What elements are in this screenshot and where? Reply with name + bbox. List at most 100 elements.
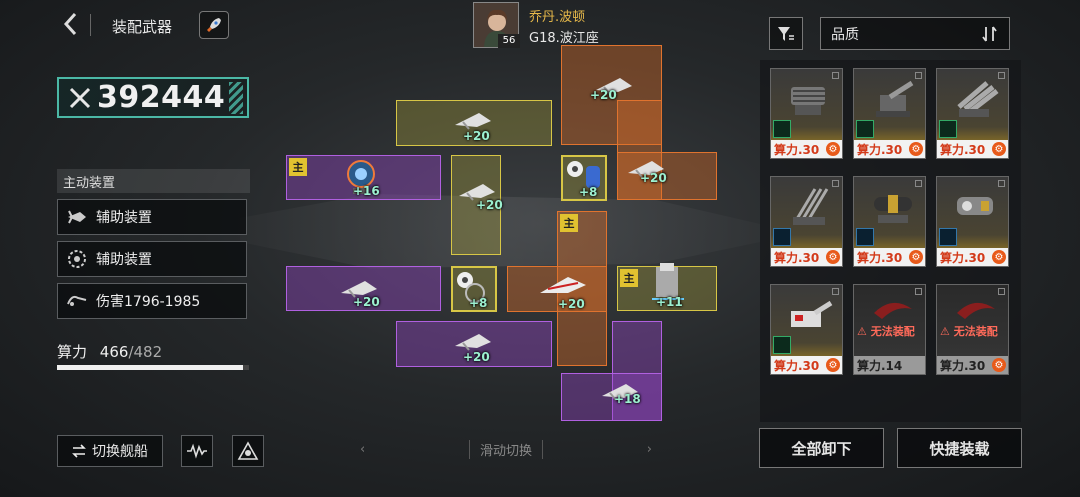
filter-button[interactable]: [769, 17, 803, 50]
ship-name: G18.波江座: [529, 31, 599, 46]
swipe-hint[interactable]: ‹ 滑动切换 ›: [360, 440, 652, 459]
slot-1[interactable]: +20: [561, 45, 662, 145]
quality-marker: [832, 72, 839, 79]
slot-9[interactable]: 主 +20: [507, 214, 607, 312]
slot-7[interactable]: +20: [286, 266, 441, 311]
switch-ship-label: 切换舰船: [92, 444, 148, 460]
crossed-swords-icon: [69, 87, 91, 108]
compute-max: /482: [128, 343, 163, 361]
card-cost: 算力.30⚙: [771, 140, 842, 158]
card-cost: 算力.30⚙: [937, 140, 1008, 158]
inventory-card-5[interactable]: 算力.30⚙: [853, 176, 926, 267]
slot-12[interactable]: +18: [561, 373, 662, 421]
slot-3[interactable]: 主 +16: [286, 155, 441, 200]
inventory-card-1[interactable]: 算力.30⚙: [770, 68, 843, 159]
warning-text: 无法装配: [953, 325, 998, 338]
waveform-icon: [187, 443, 207, 459]
canister-icon: [586, 166, 600, 188]
card-cost-text: 算力.30: [774, 250, 820, 265]
sawblade-icon: [457, 272, 473, 288]
wave-button[interactable]: [181, 435, 213, 467]
back-button[interactable]: [58, 10, 84, 38]
quality-marker: [832, 288, 839, 295]
card-cost: 算力.14: [854, 356, 925, 374]
active-device-label: 主动装置: [57, 169, 250, 193]
combat-power-box: 392444: [57, 77, 249, 118]
aux-device-button-2[interactable]: 辅助装置: [57, 241, 247, 277]
inventory-card-9[interactable]: ⚠ 无法装配 算力.30⚙: [936, 284, 1009, 375]
rocket-launcher-icon: [957, 81, 999, 117]
weapon-type-icon: [773, 120, 791, 138]
weapon-type-icon: [939, 228, 957, 246]
chevron-left-icon[interactable]: ‹: [360, 442, 366, 457]
inventory-card-8[interactable]: ⚠ 无法装配 算力.14: [853, 284, 926, 375]
fighter-icon: [459, 184, 495, 201]
warning-text: 无法装配: [870, 325, 915, 338]
quality-marker: [832, 180, 839, 187]
captain-name: 乔丹.波顿: [529, 10, 586, 25]
emblem-button[interactable]: [232, 435, 264, 467]
compute-title: 算力: [57, 343, 88, 361]
slot-5[interactable]: +8: [561, 155, 607, 201]
aux-device-label-2: 辅助装置: [96, 252, 152, 268]
slot-bonus: +20: [353, 295, 380, 309]
weapon-type-icon: [773, 336, 791, 354]
card-cost: 算力.30⚙: [771, 248, 842, 266]
sawblade-icon: [567, 161, 583, 177]
inventory-card-7[interactable]: 算力.30⚙: [770, 284, 843, 375]
sort-dropdown[interactable]: 品质: [820, 17, 1010, 50]
aux-device-button-1[interactable]: 辅助装置: [57, 199, 247, 235]
energy-cannon-icon: [957, 197, 993, 215]
swipe-hint-label: 滑动切换: [468, 440, 543, 459]
rotor-icon: [465, 283, 485, 303]
red-blade-icon: [957, 302, 995, 319]
card-cost: 算力.30⚙: [854, 140, 925, 158]
damage-stat-label: 伤害1796-1985: [96, 294, 201, 310]
compute-progress-fill: [57, 365, 243, 370]
turret-icon: [652, 263, 684, 300]
anti-air-gun-icon: [793, 188, 829, 225]
fighter-icon: [628, 161, 664, 178]
unload-all-button[interactable]: 全部卸下: [759, 428, 884, 468]
inventory-card-6[interactable]: 算力.30⚙: [936, 176, 1009, 267]
slot-bonus: +20: [463, 129, 490, 143]
slot-12a[interactable]: [612, 321, 662, 421]
red-blade-icon: [874, 302, 912, 319]
gear-icon: ⚙: [826, 358, 840, 372]
slot-2[interactable]: +20: [396, 100, 552, 146]
quality-marker: [915, 180, 922, 187]
rocket-button[interactable]: [199, 11, 229, 39]
chevron-right-icon[interactable]: ›: [646, 442, 652, 457]
shield-damage-icon: [66, 290, 88, 312]
swap-icon: [72, 444, 86, 458]
inventory-card-4[interactable]: 算力.30⚙: [770, 176, 843, 267]
slot-6[interactable]: +20: [617, 152, 717, 200]
slot-10[interactable]: 主 +11: [617, 263, 717, 311]
heavy-cannon-icon: [791, 300, 833, 327]
gear-icon: ⚙: [909, 142, 923, 156]
rocket-icon: [207, 18, 221, 32]
quick-equip-button[interactable]: 快捷装载: [897, 428, 1022, 468]
compute-progress-bar: [57, 365, 249, 370]
card-cost-text: 算力.14: [857, 358, 903, 373]
cannot-equip-warning: ⚠ 无法装配: [857, 325, 915, 338]
sawblade-icon: [66, 248, 88, 270]
slot-8[interactable]: +8: [451, 266, 497, 312]
weapon-type-icon: [856, 120, 874, 138]
gear-icon: ⚙: [992, 250, 1006, 264]
inventory-card-3[interactable]: 算力.30⚙: [936, 68, 1009, 159]
slot-6a[interactable]: [617, 100, 662, 200]
inventory-card-2[interactable]: 算力.30⚙: [853, 68, 926, 159]
quality-marker: [998, 72, 1005, 79]
energy-orb-icon: [347, 160, 375, 194]
gear-icon: ⚙: [909, 250, 923, 264]
switch-ship-button[interactable]: 切换舰船: [57, 435, 163, 467]
gear-icon: ⚙: [992, 142, 1006, 156]
quality-marker: [998, 288, 1005, 295]
slot-4[interactable]: +20: [451, 155, 503, 255]
sort-selected: 品质: [831, 26, 859, 43]
damage-stat-button[interactable]: 伤害1796-1985: [57, 283, 247, 319]
card-cost: 算力.30⚙: [854, 248, 925, 266]
slot-11[interactable]: +20: [396, 321, 552, 367]
card-cost: 算力.30⚙: [937, 248, 1008, 266]
